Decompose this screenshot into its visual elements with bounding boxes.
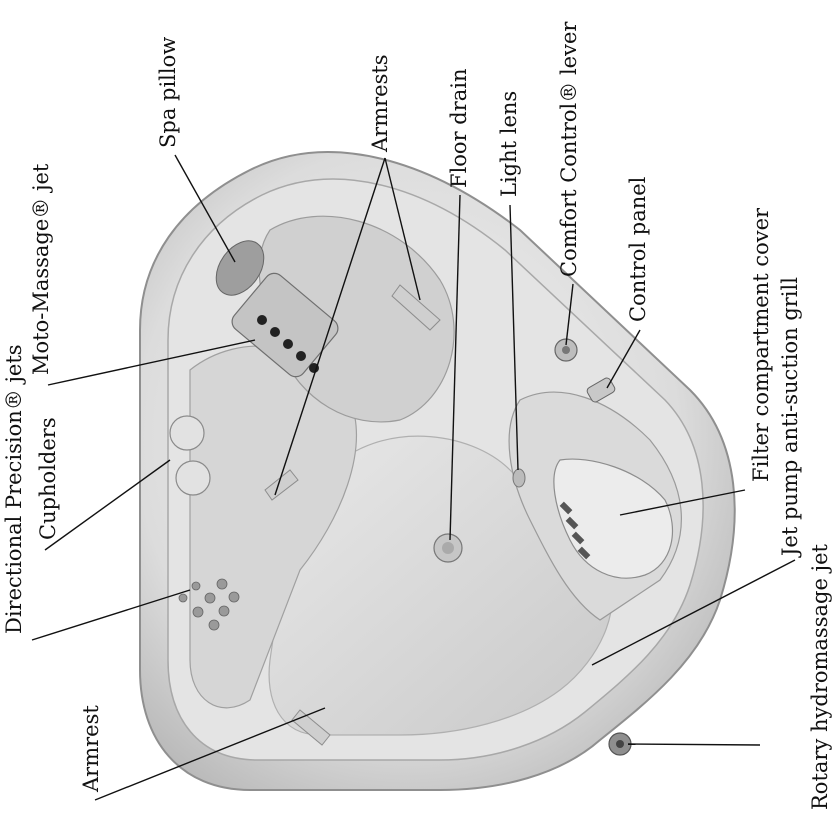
label-filter-compartment-cover: Filter compartment cover <box>749 207 773 482</box>
label-rotary-jet: Rotary hydromassage jet <box>808 544 832 810</box>
label-cupholders: Cupholders <box>36 417 60 540</box>
label-directional-jets: Directional Precision® jets <box>2 344 26 634</box>
label-light-lens: Light lens <box>497 91 521 197</box>
light-lens-shape <box>513 469 525 487</box>
label-jet-pump-grill: Jet pump anti-suction grill <box>778 277 802 558</box>
label-spa-pillow: Spa pillow <box>156 37 180 148</box>
cupholder-2 <box>176 461 210 495</box>
rotary-jet-center <box>616 740 624 748</box>
label-floor-drain: Floor drain <box>447 68 471 188</box>
comfort-control-lever-knob <box>562 346 570 354</box>
cupholder-1 <box>170 416 204 450</box>
label-control-panel: Control panel <box>626 176 650 322</box>
label-armrests: Armrests <box>368 54 392 153</box>
label-comfort-control-lever: Comfort Control® lever <box>557 21 581 277</box>
floor-drain-center <box>442 542 454 554</box>
label-moto-massage-jet: Moto-Massage® jet <box>29 163 53 375</box>
label-armrest: Armrest <box>79 705 103 793</box>
